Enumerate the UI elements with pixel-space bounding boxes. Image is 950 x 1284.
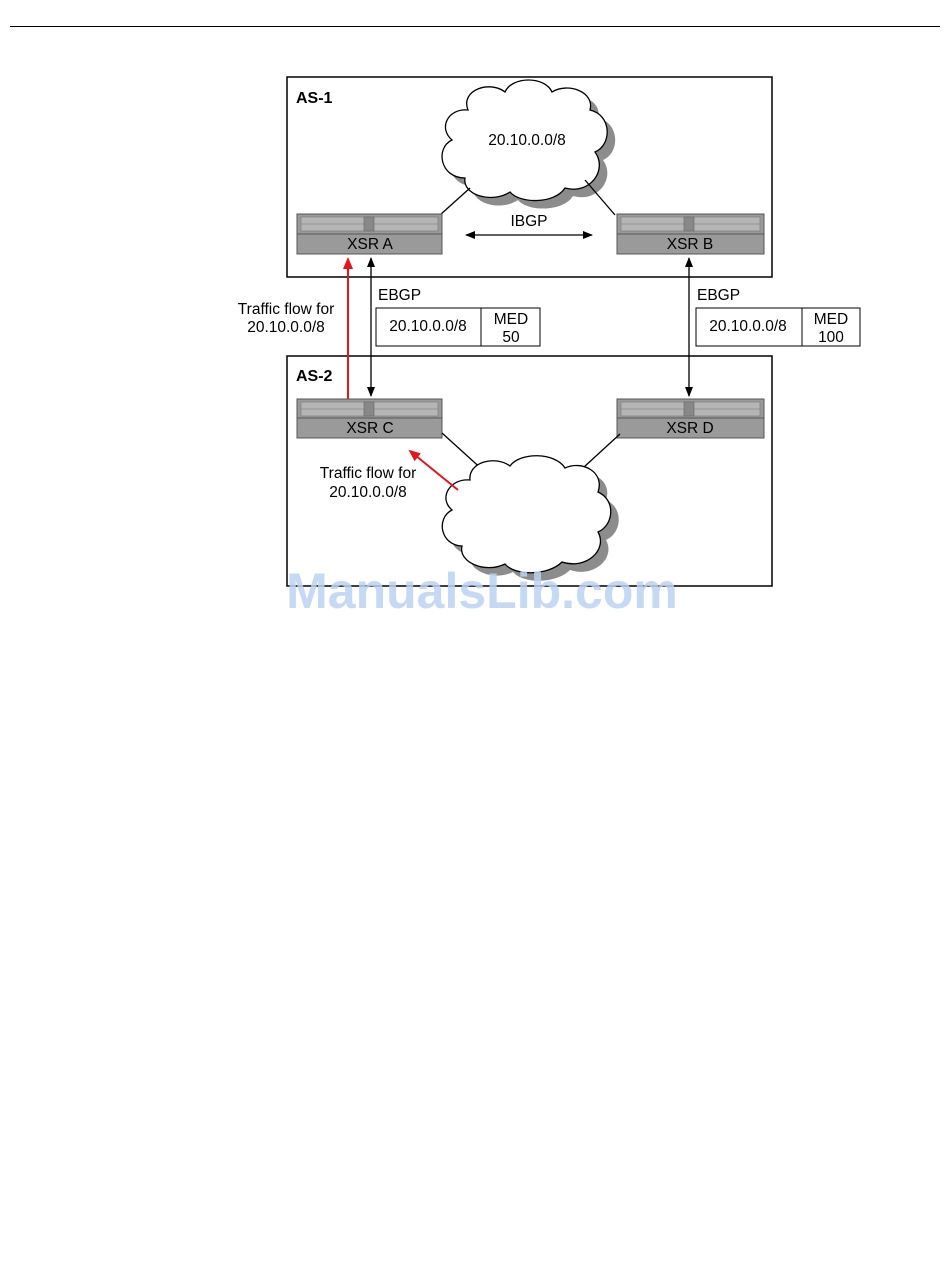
as2-label: AS-2 — [296, 368, 333, 385]
watermark: ManualsLib.com — [286, 563, 678, 619]
med-left-prefix: 20.10.0.0/8 — [389, 318, 467, 335]
as1-cloud-label: 20.10.0.0/8 — [488, 132, 566, 149]
traffic-left-line2: 20.10.0.0/8 — [247, 319, 325, 336]
med-left-label: MED — [494, 311, 528, 328]
med-right-label: MED — [814, 311, 848, 328]
router-xsr-a-label: XSR A — [347, 236, 393, 253]
router-xsr-b-label: XSR B — [667, 236, 714, 253]
ebgp-left-label: EBGP — [378, 287, 421, 304]
traffic-inner-line1: Traffic flow for — [320, 465, 416, 482]
router-xsr-d-label: XSR D — [666, 420, 713, 437]
traffic-inner-line2: 20.10.0.0/8 — [329, 484, 407, 501]
ebgp-right-label: EBGP — [697, 287, 740, 304]
as1-label: AS-1 — [296, 90, 333, 107]
med-left-value: 50 — [502, 329, 520, 346]
med-right-prefix: 20.10.0.0/8 — [709, 318, 787, 335]
router-xsr-c-label: XSR C — [346, 420, 393, 437]
med-right-value: 100 — [818, 329, 844, 346]
ibgp-label: IBGP — [510, 213, 547, 230]
traffic-left-line1: Traffic flow for — [238, 301, 334, 318]
